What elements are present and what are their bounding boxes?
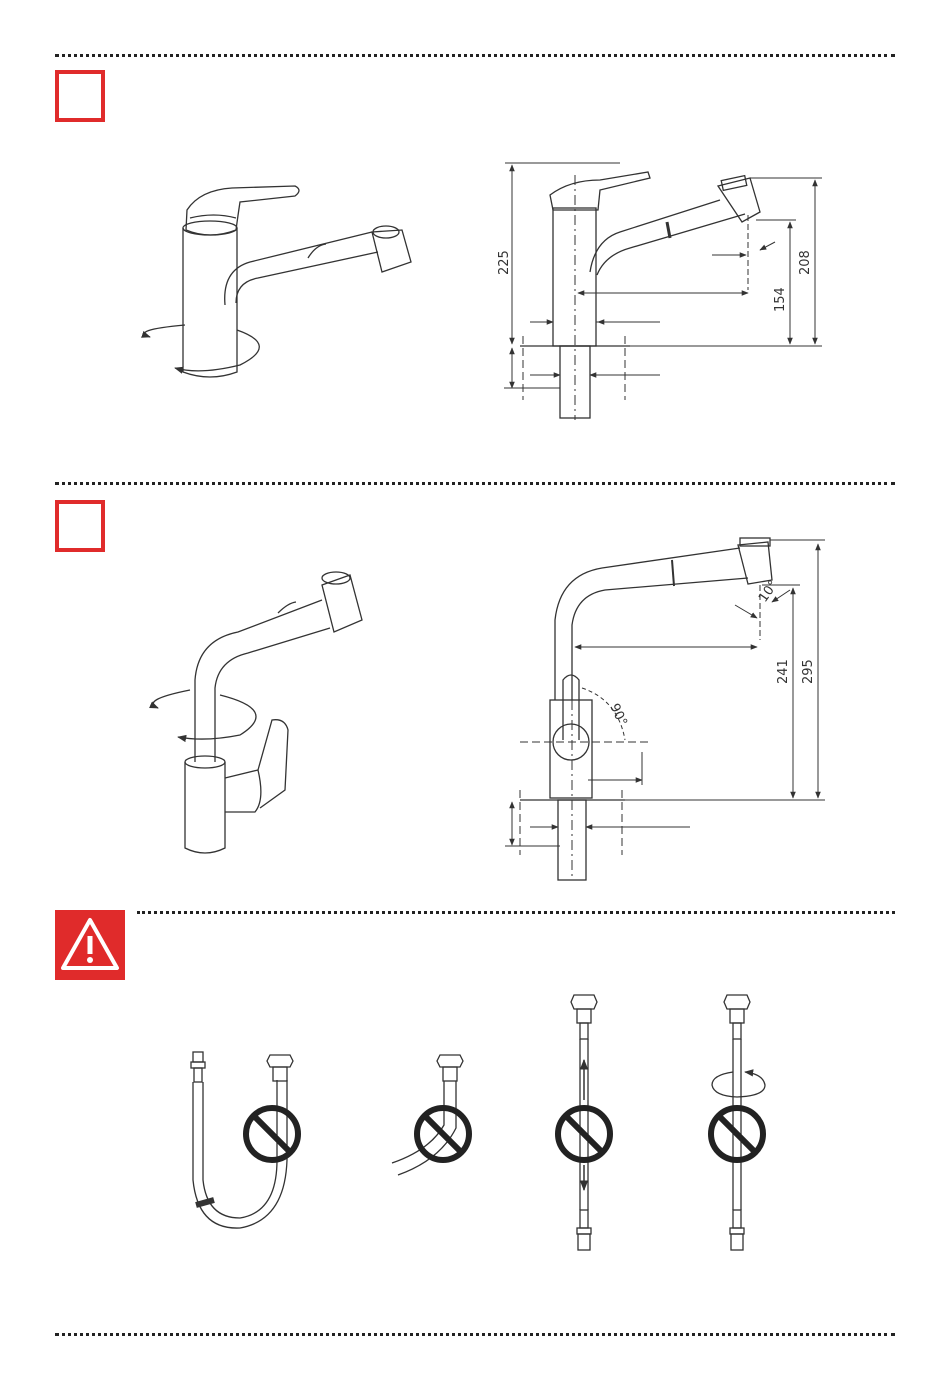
prohibited-icon-3 — [558, 1108, 610, 1160]
prohibited-icon-2 — [417, 1108, 469, 1160]
faucet-2-technical — [520, 538, 772, 880]
dim-154: 154 — [773, 287, 788, 312]
prohibited-icon-4 — [711, 1108, 763, 1160]
prohibited-icon-1 — [246, 1108, 298, 1160]
faucet-1-technical — [520, 172, 760, 420]
faucet-2-perspective — [153, 572, 362, 853]
dim-241: 241 — [776, 659, 791, 684]
faucet-1-dimensions — [504, 163, 822, 388]
dim-lever-angle: 90° — [606, 701, 629, 728]
dim-225: 225 — [497, 250, 512, 275]
dim-208: 208 — [798, 250, 813, 275]
faucet-1-perspective — [145, 186, 411, 377]
dim-295: 295 — [801, 659, 816, 684]
